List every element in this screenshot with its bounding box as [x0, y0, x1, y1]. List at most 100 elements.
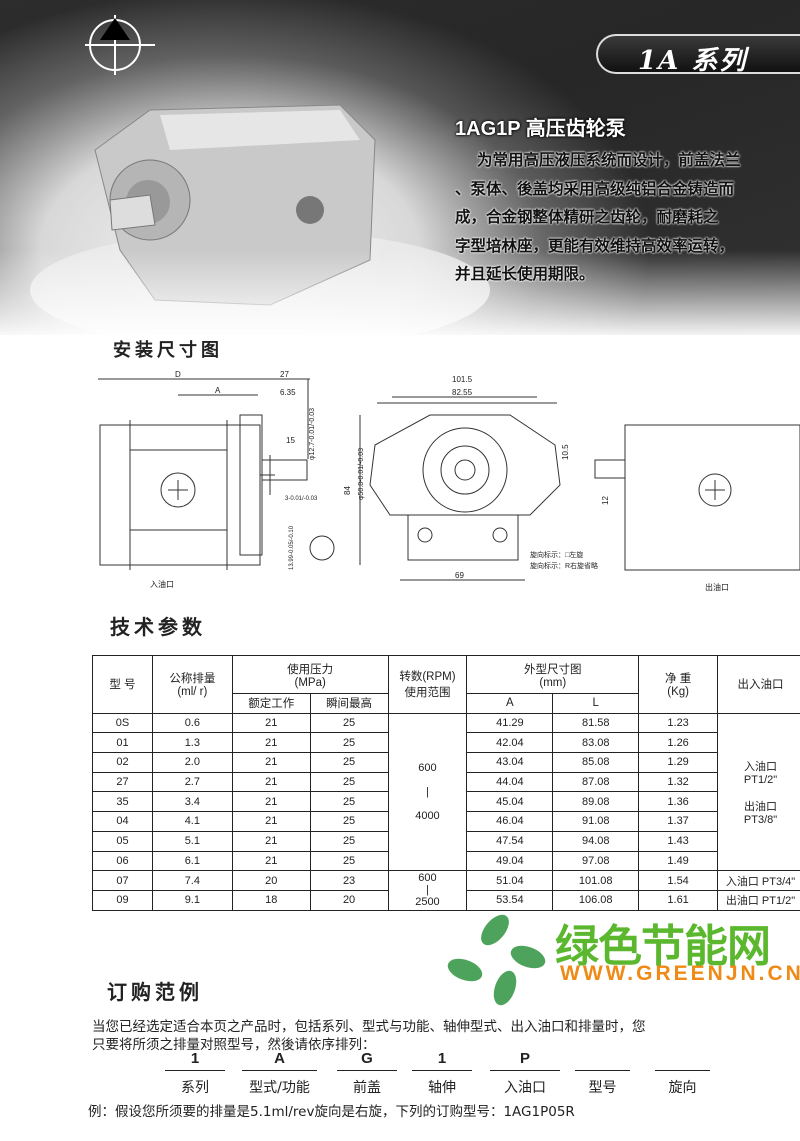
table-cell: 44.04 — [466, 771, 554, 793]
header-peak: 瞬间最高 — [309, 693, 389, 714]
table-cell: 25 — [309, 732, 389, 754]
header-A: A — [466, 693, 554, 714]
rotation-note-2: 旋向标示：R右旋省略 — [530, 561, 598, 570]
desc-line: 、泵体、後盖均采用高级纯铝合金铸造而 — [455, 179, 735, 198]
table-cell: 7.4 — [151, 870, 233, 891]
watermark-leaf-logo — [447, 914, 546, 1006]
dim-keyh: 13.99-0.05/-0.10 — [289, 525, 295, 570]
desc-line: 并且延长使用期限。 — [455, 265, 595, 283]
table-cell: 83.08 — [552, 732, 640, 754]
order-title: 订购范例 — [107, 980, 203, 1004]
table-cell: 23 — [309, 870, 389, 891]
table-cell: 21 — [231, 732, 311, 754]
dim-82-55: 82.55 — [452, 388, 473, 397]
table-cell: 入油口 PT3/4" — [717, 870, 800, 891]
table-cell: 20 — [231, 870, 311, 891]
table-cell: 25 — [309, 850, 389, 872]
dim-A: A — [215, 386, 221, 395]
table-cell: 25 — [309, 791, 389, 813]
table-cell: 1.49 — [638, 850, 719, 872]
table-cell: 1.54 — [638, 870, 719, 891]
table-cell: 21 — [231, 850, 311, 872]
table-cell: 1.36 — [638, 791, 719, 813]
dim-101-5: 101.5 — [452, 375, 473, 384]
table-cell: 6.1 — [151, 850, 233, 872]
dim-D: D — [175, 370, 181, 379]
table-cell: 1.61 — [638, 889, 719, 911]
table-cell: 02 — [92, 752, 153, 773]
table-cell: 25 — [309, 830, 389, 852]
rotation-note-1: 旋向标示：□左旋 — [530, 550, 583, 559]
compass-icon — [85, 15, 155, 75]
header-dimensions: 外型尺寸图(mm) — [466, 655, 640, 694]
table-cell: 47.54 — [466, 830, 554, 852]
table-cell: 89.08 — [552, 791, 640, 813]
table-cell: 35 — [92, 791, 153, 813]
table-cell: 出油口 PT1/2" — [717, 889, 800, 911]
table-cell: 25 — [309, 811, 389, 832]
code-model: 型号 — [575, 1050, 630, 1097]
header-L: L — [552, 693, 640, 714]
table-cell: 2.0 — [151, 752, 233, 773]
table-cell: 46.04 — [466, 811, 554, 832]
dim-69: 69 — [455, 571, 464, 580]
table-cell: 97.08 — [552, 850, 640, 872]
watermark-text: 绿色节能网 — [555, 921, 771, 972]
table-cell: 21 — [231, 712, 311, 734]
table-cell: 25 — [309, 771, 389, 793]
dim-pilot: φ50.8-0.01/-0.03 — [358, 448, 365, 500]
order-example: 例：假设您所须要的排量是5.1ml/rev旋向是右旋，下列的订购型号：1AG1P… — [88, 1104, 575, 1120]
table-cell: 06 — [92, 850, 153, 872]
table-cell: 21 — [231, 830, 311, 852]
table-cell: 49.04 — [466, 850, 554, 872]
table-cell: 25 — [309, 752, 389, 773]
product-description: 为常用高压液压系统而设计，前盖法兰 、泵体、後盖均采用高级纯铝合金铸造而 成，合… — [455, 146, 800, 289]
table-cell: 07 — [92, 870, 153, 891]
header-rpm: 转数(RPM)使用范围 — [387, 655, 468, 714]
table-cell: 41.29 — [466, 712, 554, 734]
dim-27: 27 — [280, 370, 289, 379]
table-cell: 21 — [231, 811, 311, 832]
table-cell: 18 — [231, 889, 311, 911]
table-cell: 53.54 — [466, 889, 554, 911]
watermark-url: WWW.GREENJN.CN — [560, 962, 800, 985]
drawing-title: 安装尺寸图 — [113, 340, 223, 361]
table-cell: 45.04 — [466, 791, 554, 813]
inlet-label: 入油口 — [150, 579, 174, 589]
table-cell: 0S — [92, 712, 153, 734]
table-cell: 1.23 — [638, 712, 719, 734]
desc-line: 字型培林座，更能有效维持高效率运转， — [455, 236, 735, 255]
table-cell: 600|4000 — [387, 712, 468, 872]
table-cell: 600|2500 — [387, 870, 468, 911]
table-cell: 9.1 — [151, 889, 233, 911]
header-displacement: 公称排量(ml/ r) — [151, 655, 233, 714]
header-rated: 额定工作 — [231, 693, 311, 714]
table-cell: 01 — [92, 732, 153, 754]
table-cell: 2.7 — [151, 771, 233, 793]
table-cell: 81.58 — [552, 712, 640, 734]
desc-line: 成，合金钢整体精研之齿轮，耐磨耗之 — [455, 208, 719, 226]
dim-12: 12 — [601, 496, 610, 505]
table-cell: 0.6 — [151, 712, 233, 734]
table-cell: 20 — [309, 889, 389, 911]
table-cell: 21 — [231, 791, 311, 813]
header-pressure: 使用压力(MPa) — [231, 655, 389, 694]
table-cell: 87.08 — [552, 771, 640, 793]
table-cell: 05 — [92, 830, 153, 852]
dim-shaft: φ12.7-0.01/-0.03 — [309, 408, 316, 460]
hero-fade — [0, 250, 800, 340]
dimension-drawing: D A 27 6.35 15 φ12.7-0.01/-0.03 3-0.01/-… — [98, 370, 800, 592]
table-cell: 101.08 — [552, 870, 640, 891]
table-cell: 43.04 — [466, 752, 554, 773]
outlet-label: 出油口 — [705, 582, 729, 592]
dim-15: 15 — [286, 436, 295, 445]
header-weight: 净 重(Kg) — [638, 655, 719, 714]
table-cell: 1.29 — [638, 752, 719, 773]
